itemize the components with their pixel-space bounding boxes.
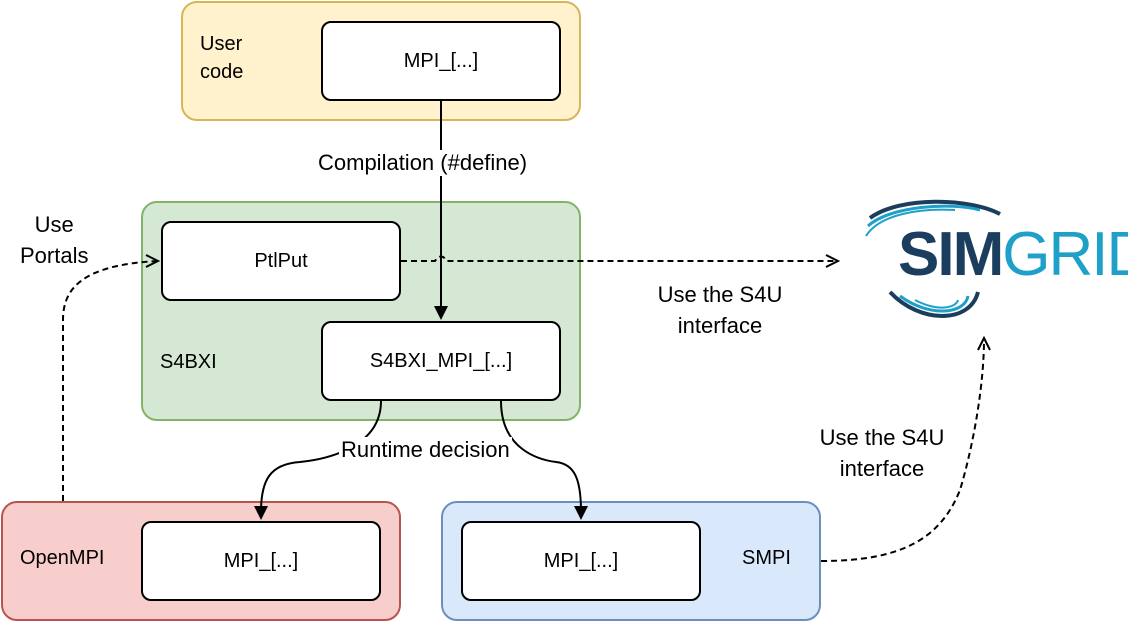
s4u-bottom-arrow bbox=[820, 339, 985, 562]
smpi-mpi-box: MPI_[...] bbox=[461, 521, 701, 601]
openmpi-label: OpenMPI bbox=[20, 547, 105, 569]
simgrid-swoosh-icon bbox=[865, 199, 1001, 318]
runtime-left-arrow bbox=[260, 400, 382, 513]
s4u-bottom-arrowhead bbox=[977, 335, 991, 351]
s4u-top-arrowhead bbox=[825, 254, 841, 268]
runtime-left-arrowhead bbox=[254, 506, 268, 520]
use-portals-arrow bbox=[62, 260, 159, 501]
simgrid-logo: SIMGRID bbox=[860, 196, 1128, 326]
runtime-decision-label: Runtime decision bbox=[339, 437, 512, 463]
s4u-bottom-label: Use the S4U interface bbox=[819, 425, 945, 481]
compilation-label: Compilation (#define) bbox=[316, 150, 530, 176]
smpi-label: SMPI bbox=[742, 547, 791, 569]
runtime-right-arrowhead bbox=[574, 506, 588, 520]
simgrid-logo-grid: GRID bbox=[1002, 220, 1128, 289]
runtime-right-arrow bbox=[500, 400, 582, 513]
compilation-arrowhead bbox=[434, 306, 448, 320]
user-code-label: User code bbox=[200, 33, 244, 83]
use-portals-label: Use Portals bbox=[20, 212, 89, 268]
s4bxi-mpi-box: S4BXI_MPI_[...] bbox=[321, 321, 561, 401]
use-portals-arrowhead bbox=[145, 254, 161, 268]
s4u-top-arrow bbox=[401, 255, 838, 262]
s4bxi-label: S4BXI bbox=[160, 351, 217, 373]
ptlput-box: PtlPut bbox=[161, 221, 401, 301]
simgrid-logo-sim: SIM bbox=[898, 220, 1004, 289]
user-mpi-box: MPI_[...] bbox=[321, 21, 561, 101]
s4u-top-label: Use the S4U interface bbox=[657, 282, 783, 338]
openmpi-mpi-box: MPI_[...] bbox=[141, 521, 381, 601]
